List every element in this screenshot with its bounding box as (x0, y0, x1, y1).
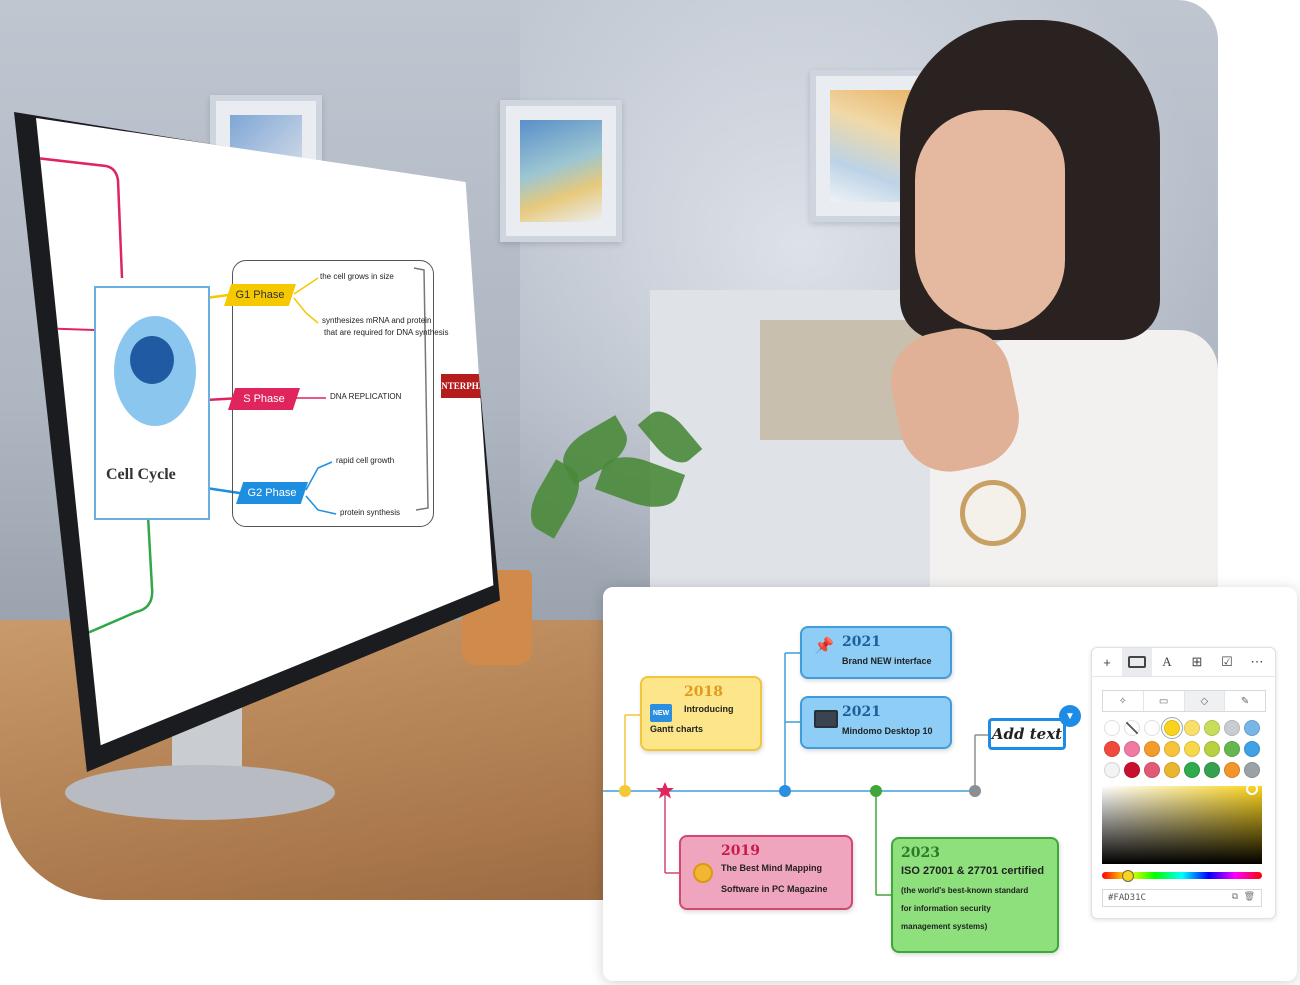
timeline-card: 2018 NEW Introducing Gantt charts 📌 2021… (603, 587, 1297, 981)
magic-icon[interactable]: ✧ (1103, 691, 1144, 711)
color-swatch[interactable] (1164, 720, 1180, 736)
note-g1-dna: that are required for DNA synthesis (324, 328, 449, 337)
color-swatch[interactable] (1184, 741, 1200, 757)
hex-input[interactable]: #FAD31C ⧉ 🗑 (1102, 889, 1262, 907)
color-swatch[interactable] (1104, 762, 1120, 778)
panel-toolbar: + A ⊞ ☑ ⋯ (1092, 648, 1275, 677)
no-color-swatch[interactable] (1124, 720, 1140, 736)
color-swatch[interactable] (1204, 741, 1220, 757)
color-swatch[interactable] (1244, 762, 1260, 778)
interphase-bracket (232, 260, 434, 527)
timeline-event-2021-interface[interactable]: 📌 2021 Brand NEW interface (800, 626, 952, 679)
event-year: 2021 (842, 704, 881, 720)
phase-g1: G1 Phase (224, 284, 296, 306)
medal-icon (693, 863, 713, 883)
wall-picture-frame (500, 100, 622, 242)
style-panel: + A ⊞ ☑ ⋯ ✧ ▭ ◇ ✎ #FAD31C ⧉ 🗑 (1091, 647, 1276, 919)
event-year: 2018 (684, 684, 723, 700)
note-g2-protein: protein synthesis (340, 508, 401, 517)
phase-s: S Phase (228, 388, 300, 410)
dropdown-icon[interactable]: ▼ (1059, 705, 1081, 727)
hue-handle[interactable] (1122, 870, 1134, 882)
event-text: management systems) (901, 922, 988, 931)
color-swatch[interactable] (1144, 762, 1160, 778)
note-g2-growth: rapid cell growth (336, 456, 395, 465)
cell-cycle-card: Cell Cycle (94, 286, 210, 520)
color-swatch[interactable] (1144, 741, 1160, 757)
plus-icon[interactable]: + (1103, 654, 1111, 670)
event-text: Mindomo Desktop 10 (842, 726, 933, 736)
picker-handle[interactable] (1246, 783, 1258, 795)
note-g1-mrna: synthesizes mRNA and protein (322, 316, 432, 325)
mindmap-screen: Cell Cycle G1 Phase S Phase G2 Phase the… (36, 118, 494, 746)
timeline-event-2019[interactable]: 2019 The Best Mind Mapping Software in P… (679, 835, 853, 910)
copy-icon[interactable]: ⧉ 🗑 (1231, 892, 1255, 902)
event-year: 2019 (721, 843, 760, 859)
checkbox-icon[interactable]: ☑ (1221, 654, 1233, 669)
color-swatch[interactable] (1124, 762, 1140, 778)
new-badge-icon: NEW (650, 704, 672, 722)
color-swatch[interactable] (1104, 741, 1120, 757)
color-picker-area[interactable] (1102, 783, 1262, 864)
cell-cycle-title: Cell Cycle (106, 466, 176, 483)
timeline-event-2021-desktop[interactable]: 2021 Mindomo Desktop 10 (800, 696, 952, 749)
desktop-computer-icon (814, 710, 838, 728)
event-text: The Best Mind Mapping (721, 863, 822, 873)
shape-icon[interactable] (1122, 648, 1152, 676)
border-icon[interactable]: ▭ (1144, 691, 1185, 711)
color-swatch[interactable] (1224, 720, 1240, 736)
pushpin-icon: 📌 (814, 638, 834, 655)
pen-icon[interactable]: ✎ (1240, 695, 1250, 707)
color-swatch[interactable] (1164, 762, 1180, 778)
person-face (915, 110, 1065, 330)
color-swatch[interactable] (1164, 741, 1180, 757)
color-swatch[interactable] (1184, 762, 1200, 778)
more-icon[interactable]: ⋯ (1250, 654, 1264, 669)
monitor-base (65, 765, 335, 820)
background-photo: Cell Cycle G1 Phase S Phase G2 Phase the… (0, 0, 1218, 900)
event-text: Introducing (684, 704, 734, 714)
panel-subtabs: ✧ ▭ ◇ ✎ (1102, 690, 1266, 712)
color-swatch[interactable] (1224, 741, 1240, 757)
text-format-icon[interactable]: A (1162, 654, 1172, 669)
event-text: Gantt charts (650, 724, 704, 734)
hierarchy-icon[interactable]: ⊞ (1191, 654, 1203, 669)
color-swatch[interactable] (1244, 741, 1260, 757)
color-swatch[interactable] (1124, 741, 1140, 757)
cell-nucleus (130, 336, 174, 384)
event-text: ISO 27001 & 27701 certified (901, 865, 1045, 877)
event-text: (the world's best-known standard (901, 886, 1029, 895)
event-text: for information security (901, 904, 991, 913)
event-text: Brand NEW interface (842, 656, 932, 666)
color-swatch[interactable] (1144, 720, 1160, 736)
timeline-event-2018[interactable]: 2018 NEW Introducing Gantt charts (640, 676, 762, 751)
event-year: 2021 (842, 634, 881, 650)
timeline-event-2023[interactable]: 2023 ISO 27001 & 27701 certified (the wo… (891, 837, 1059, 953)
fill-icon[interactable]: ◇ (1184, 691, 1226, 711)
color-swatch[interactable] (1184, 720, 1200, 736)
note-s-replication: DNA REPLICATION (330, 392, 402, 401)
event-text: Software in PC Magazine (721, 884, 828, 894)
phase-g2: G2 Phase (236, 482, 308, 504)
event-year: 2023 (901, 845, 940, 861)
color-swatch[interactable] (1204, 720, 1220, 736)
color-swatch[interactable] (1224, 762, 1240, 778)
color-swatch[interactable] (1104, 720, 1120, 736)
hue-slider[interactable] (1102, 870, 1262, 882)
color-swatches (1104, 720, 1264, 778)
monitor: Cell Cycle G1 Phase S Phase G2 Phase the… (14, 112, 500, 772)
color-swatch[interactable] (1244, 720, 1260, 736)
add-text-node[interactable]: Add text (988, 718, 1066, 750)
note-g1-growth: the cell grows in size (320, 272, 394, 281)
color-swatch[interactable] (1204, 762, 1220, 778)
interphase-label: INTERPHASE (438, 374, 493, 398)
timeline-connectors (603, 652, 988, 896)
hex-value: #FAD31C (1108, 893, 1146, 903)
wristwatch (960, 480, 1026, 546)
